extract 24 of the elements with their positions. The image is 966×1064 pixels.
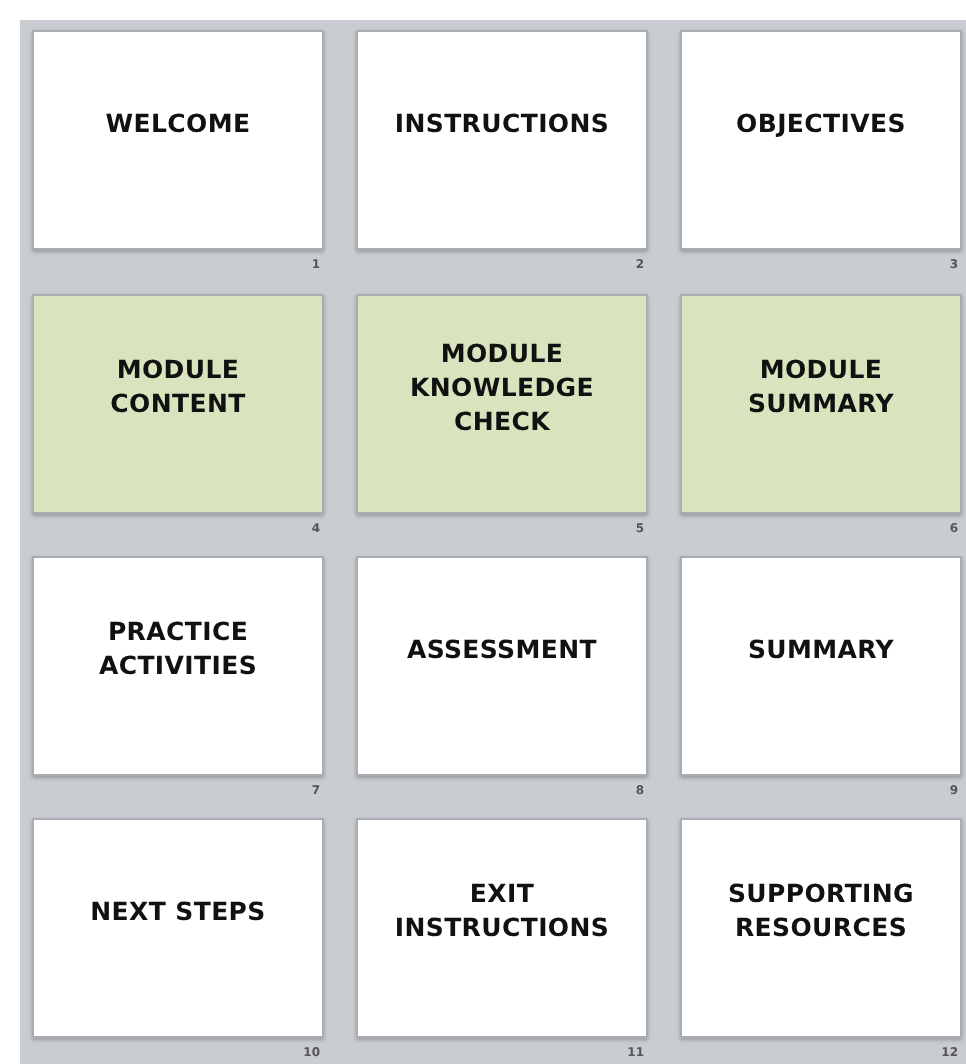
slide-thumbnail (32, 556, 324, 776)
slide-thumbnail (32, 818, 324, 1038)
slide-title: MODULE KNOWLEDGE CHECK (407, 335, 597, 437)
slide-title: SUPPORTING RESOURCES (725, 876, 917, 944)
slide-title: ASSESSMENT (406, 631, 598, 665)
slide-title: INSTRUCTIONS (394, 105, 610, 139)
slide-title: NEXT STEPS (90, 893, 266, 927)
slide-title: WELCOME (105, 105, 251, 139)
slide-title: MODULE SUMMARY (745, 352, 897, 420)
slide-thumbnail (356, 556, 648, 776)
slide-title: EXIT INSTRUCTIONS (392, 876, 612, 944)
slide-thumbnail (32, 30, 324, 250)
slide-title: SUMMARY (747, 631, 895, 665)
slide-thumbnail (32, 294, 324, 514)
slide-thumbnail (356, 294, 648, 514)
slide-thumbnail (680, 294, 962, 514)
slide-title: MODULE CONTENT (108, 352, 248, 420)
slide-thumbnail (680, 818, 962, 1038)
slide-title: PRACTICE ACTIVITIES (96, 614, 260, 682)
slide-thumbnail (356, 818, 648, 1038)
slide-title: OBJECTIVES (736, 105, 906, 139)
slide-thumbnail (356, 30, 648, 250)
slide-thumbnail (680, 30, 962, 250)
slide-thumbnail (680, 556, 962, 776)
